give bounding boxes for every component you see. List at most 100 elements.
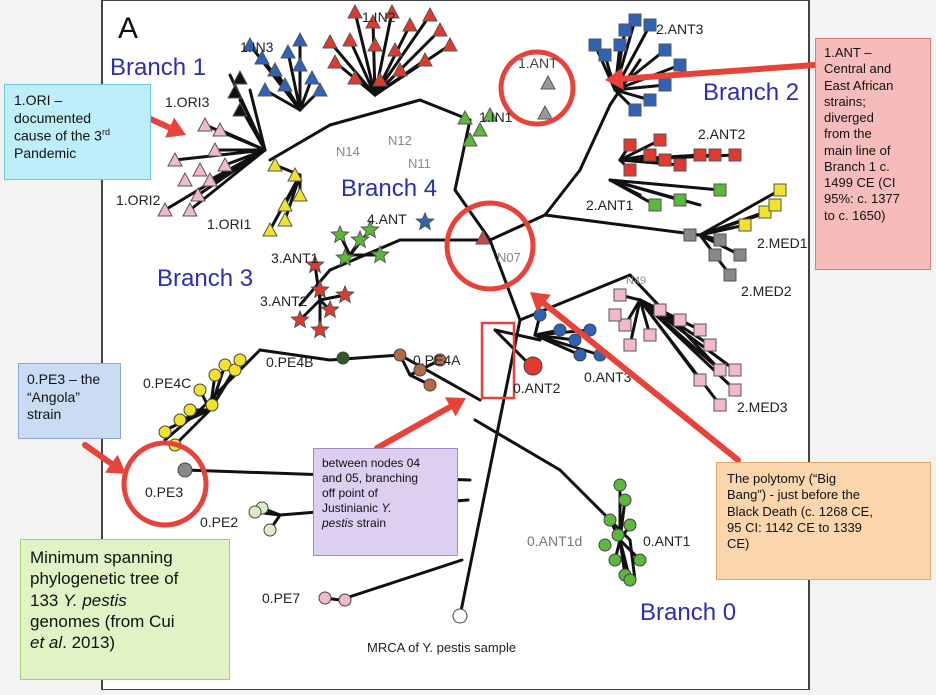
- group-label-0pe4b: 0.PE4B: [266, 354, 313, 370]
- red-star-leaf: [290, 309, 310, 329]
- red-triangle-leaf: [417, 51, 433, 67]
- red-square-leaf: [728, 148, 742, 162]
- callout-1ori-line3-text: cause of the 3: [14, 127, 102, 144]
- group-label-2med1: 2.MED1: [757, 235, 808, 251]
- blue-triangle-leaf: [292, 56, 308, 72]
- pink-square-leaf: [693, 373, 707, 387]
- blue-square-leaf: [628, 13, 642, 27]
- pink-triangle-leaf: [177, 171, 193, 187]
- blue-circle-leaf: [568, 333, 582, 347]
- leaf-branch-2ant1: [608, 178, 722, 192]
- leaf-branch-2med1: [698, 210, 767, 237]
- branch-2-med-trunk: [543, 213, 702, 237]
- green-circle-leaf: [633, 553, 647, 567]
- group-label-0ant1d: 0.ANT1d: [527, 533, 582, 549]
- branch-2-trunk: [543, 168, 582, 217]
- red-square-leaf: [658, 153, 672, 167]
- blue-triangle-leaf: [254, 49, 270, 65]
- branch-0-pe7: [338, 558, 464, 602]
- callout-1ant-line: East African: [824, 77, 894, 93]
- caption-line5-text: . 2013): [62, 633, 116, 652]
- blue-square-leaf: [628, 103, 642, 117]
- green-star-leaf: [370, 244, 390, 264]
- branch-0-pe4: [258, 348, 332, 362]
- pink-square-leaf: [643, 328, 657, 342]
- red-triangle-leaf: [402, 16, 418, 32]
- callout-justinian-line1: between nodes 04: [322, 456, 421, 470]
- group-label-2med3: 2.MED3: [737, 399, 788, 415]
- red-square-leaf: [623, 163, 637, 177]
- group-label-1in1: 1.IN1: [479, 109, 513, 125]
- group-label-0pe4c: 0.PE4C: [143, 375, 191, 391]
- tree-leaves: [157, 3, 787, 624]
- green-square-leaf: [713, 183, 727, 197]
- mrca-label: MRCA of Y. pestis sample: [367, 640, 516, 655]
- leaf-branch-1in2: [348, 38, 377, 97]
- arrow-shaft: [541, 300, 741, 463]
- blue-triangle-leaf: [304, 69, 320, 85]
- pink-circle-leaf: [338, 593, 352, 607]
- callout-justinian: between nodes 04 and 05, branching off p…: [313, 448, 458, 556]
- yellow-circle-leaf: [208, 368, 222, 382]
- pink-square-leaf: [703, 338, 717, 352]
- leaf-branch-1in2: [328, 40, 377, 97]
- blue-triangle-leaf: [280, 43, 296, 59]
- red-square-leaf: [693, 148, 707, 162]
- red-square-leaf: [708, 148, 722, 162]
- branch-label-4: Branch 4: [341, 175, 437, 202]
- yellow-triangle-leaf: [277, 196, 293, 212]
- gray-square-leaf: [723, 268, 737, 282]
- blue-square-leaf: [613, 38, 627, 52]
- callout-1ant-line: from the: [824, 126, 872, 142]
- yellow-square-leaf: [773, 183, 787, 197]
- red-triangle-leaf: [387, 41, 403, 57]
- callout-polytomy-line5: CE): [727, 536, 750, 551]
- leaf-branch-2ant2: [618, 138, 662, 162]
- group-label-2ant1: 2.ANT1: [586, 197, 634, 213]
- leaf-branch-1in2: [353, 10, 377, 97]
- red-star-leaf: [310, 319, 330, 339]
- leaf-branch-2med: [638, 298, 702, 382]
- red-triangle-leaf: [367, 36, 383, 52]
- blue-circle-leaf: [533, 308, 547, 322]
- branch-label-0: Branch 0: [640, 599, 736, 626]
- gray-circle-leaf-0pe3: [177, 462, 193, 478]
- gray-square-leaf: [683, 228, 697, 242]
- callout-0pe3-line1: 0.PE3 – the: [27, 371, 101, 387]
- group-label-2med2: 2.MED2: [741, 283, 792, 299]
- pink-triangle-leaf: [202, 171, 218, 187]
- blue-triangle-leaf: [267, 61, 283, 77]
- callout-1ant-line: Central and: [824, 61, 892, 77]
- red-triangle-leaf: [342, 31, 358, 47]
- branch-0-ant2: [493, 328, 532, 367]
- callout-1ant-line: 1499 CE (CI: [824, 175, 896, 190]
- branch-2-trunk: [578, 103, 612, 172]
- caption-box: Minimum spanning phylogenetic tree of 13…: [20, 539, 230, 680]
- node-label-n07: N07: [497, 250, 521, 265]
- green-circle-leaf: [611, 528, 625, 542]
- red-square-leaf: [673, 158, 687, 172]
- group-label-1ori2: 1.ORI2: [116, 192, 161, 208]
- red-triangle-leaf: [347, 3, 363, 19]
- pink-triangle-leaf: [192, 161, 208, 177]
- gray-triangle-leaf-1ant: [540, 74, 556, 90]
- pink-square-leaf: [713, 363, 727, 377]
- main-trunk: [488, 238, 522, 322]
- branch-0-ant1: [558, 468, 632, 542]
- blue-triangle-leaf: [242, 36, 258, 52]
- group-label-2ant3: 2.ANT3: [656, 21, 704, 37]
- arrow-head: [165, 117, 186, 138]
- pink-square-leaf: [693, 323, 707, 337]
- blue-circle-leaf: [583, 323, 597, 337]
- leaf-branch-1ori: [163, 148, 267, 212]
- leaf-branch-1in3: [286, 50, 302, 112]
- caption-species: Y. pestis: [63, 590, 127, 610]
- pink-triangle-leaf: [157, 201, 173, 217]
- pink-square-leaf: [728, 383, 742, 397]
- callout-1ori-superscript: rd: [101, 127, 110, 137]
- green-circle-leaf: [608, 553, 622, 567]
- black-triangle-leaf: [232, 69, 248, 85]
- node-label-n49: N49: [626, 275, 646, 287]
- gray-square-leaf: [733, 248, 747, 262]
- green-circle-leaf: [613, 478, 627, 492]
